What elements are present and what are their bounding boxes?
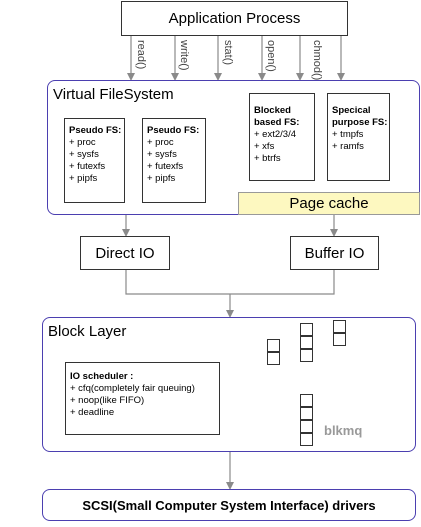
direct-io-label: Direct IO [95,244,155,262]
io-scheduler-item: + noop(like FIFO) [70,395,145,406]
io-scheduler-title: IO scheduler : [70,371,134,382]
blkmq-queue-block [267,339,280,352]
blkmq-label: blkmq [324,423,363,438]
pseudo-fs-title-1: Pseudo FS: [69,125,122,136]
buffer-io-label: Buffer IO [304,244,365,262]
special-fs-item: + tmpfs [332,129,364,140]
pseudo-fs-2-item: + proc [147,137,174,148]
pseudo-fs-title-2: Pseudo FS: [147,125,200,136]
merge-line [125,270,335,295]
scsi-region: SCSI(Small Computer System Interface) dr… [42,489,416,521]
pseudo-fs-2-item: + pipfs [147,173,176,184]
pseudo-fs-2-item: + futexfs [147,161,184,172]
blocked-fs-item: + ext2/3/4 [254,129,296,140]
blocked-fs-box: Blocked based FS: + ext2/3/4 + xfs + btr… [249,93,315,181]
special-fs-box: Specical purpose FS: + tmpfs + ramfs [327,93,390,181]
io-scheduler-item: + cfq(completely fair queuing) [70,383,195,394]
buffer-io-box: Buffer IO [290,236,379,270]
blocked-fs-item: + btrfs [254,153,281,164]
blkmq-queue-block [267,352,280,365]
syscall-read-label: read() [135,40,147,70]
page-cache-label: Page cache [289,195,369,212]
page-cache-box: Page cache [238,192,420,215]
pseudo-fs-2-item: + sysfs [147,149,177,160]
pseudo-fs-1-item: + pipfs [69,173,98,184]
blocked-fs-item: + xfs [254,141,275,152]
scsi-label: SCSI(Small Computer System Interface) dr… [82,497,376,513]
io-scheduler-box: IO scheduler : + cfq(completely fair que… [65,362,220,435]
pseudo-fs-box-1: Pseudo FS: + proc + sysfs + futexfs + pi… [64,118,125,203]
blkmq-queue-block [300,336,313,349]
application-process-box: Application Process [121,1,348,36]
vfs-title: Virtual FileSystem [53,86,174,103]
blkmq-hw-block [300,420,313,433]
block-layer-title: Block Layer [48,323,127,340]
blkmq-queue-block [300,349,313,362]
blkmq-hw-block [300,407,313,420]
pseudo-fs-box-2: Pseudo FS: + proc + sysfs + futexfs + pi… [142,118,206,203]
syscall-open-label: open() [265,40,277,72]
io-scheduler-item: + deadline [70,407,115,418]
syscall-stat-label: stat() [222,40,234,66]
special-fs-item: + ramfs [332,141,364,152]
blkmq-queue-block [333,333,346,346]
blkmq-queue-block [300,323,313,336]
special-fs-title: Specical purpose FS: [332,105,388,128]
pseudo-fs-1-item: + futexfs [69,161,106,172]
direct-io-box: Direct IO [80,236,170,270]
syscall-write-label: write() [178,40,190,71]
blkmq-hw-block [300,433,313,446]
blocked-fs-title: Blocked based FS: [254,105,300,128]
blkmq-hw-block [300,394,313,407]
pseudo-fs-1-item: + proc [69,137,96,148]
blkmq-queue-block [333,320,346,333]
application-process-label: Application Process [168,10,301,27]
pseudo-fs-1-item: + sysfs [69,149,99,160]
syscall-chmod-label: chmod() [311,40,323,81]
